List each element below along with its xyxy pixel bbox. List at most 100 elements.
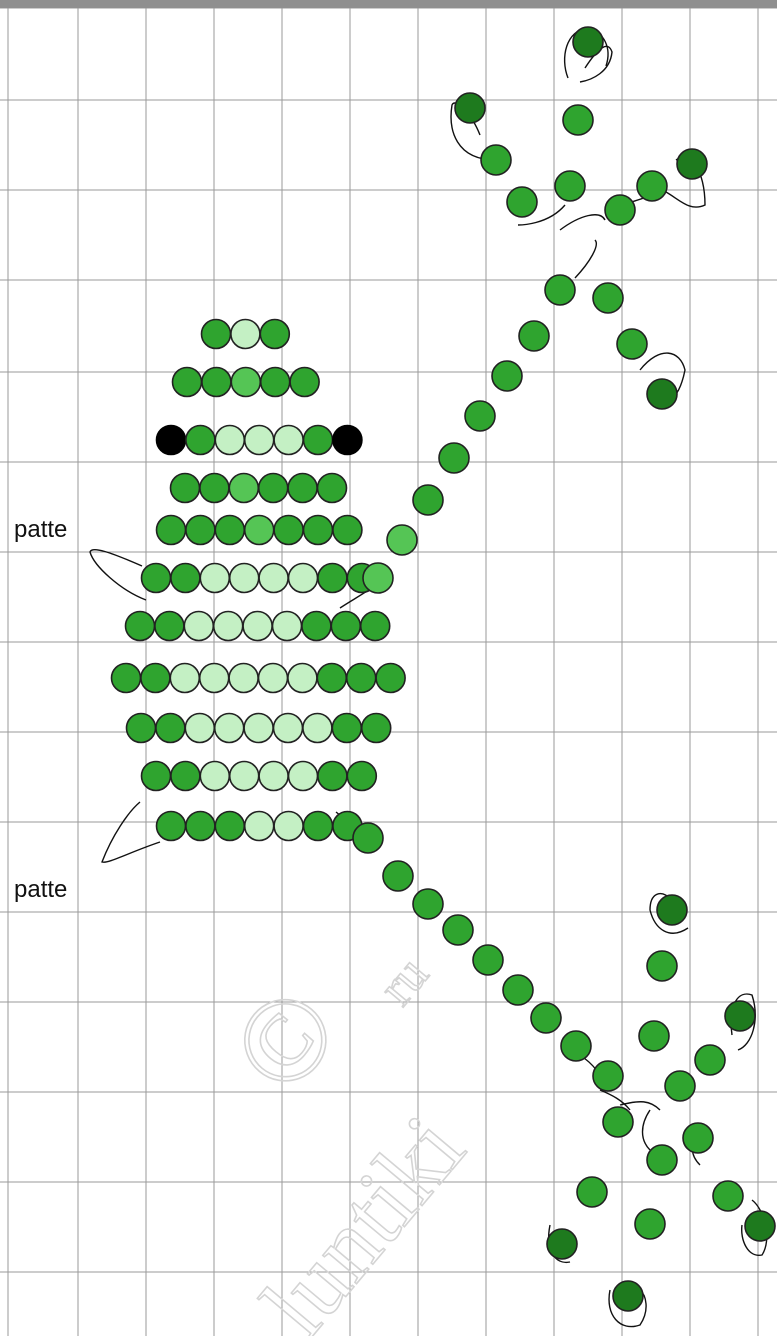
bead bbox=[274, 426, 303, 455]
bead bbox=[492, 361, 522, 391]
bead bbox=[184, 612, 213, 641]
bead bbox=[173, 368, 202, 397]
bead bbox=[243, 612, 272, 641]
bead bbox=[245, 426, 274, 455]
bead bbox=[695, 1045, 725, 1075]
bead bbox=[593, 283, 623, 313]
bead bbox=[200, 474, 229, 503]
bead bbox=[561, 1031, 591, 1061]
bead bbox=[439, 443, 469, 473]
bead bbox=[200, 564, 229, 593]
label-patte-upper: patte bbox=[14, 516, 67, 543]
bead bbox=[127, 714, 156, 743]
bead bbox=[383, 861, 413, 891]
bead bbox=[713, 1181, 743, 1211]
bead bbox=[259, 664, 288, 693]
bead bbox=[157, 516, 186, 545]
bead bbox=[617, 329, 647, 359]
bead bbox=[302, 612, 331, 641]
bead-eye bbox=[333, 426, 362, 455]
bead bbox=[303, 714, 332, 743]
bead bbox=[443, 915, 473, 945]
bead bbox=[304, 812, 333, 841]
bead bbox=[347, 664, 376, 693]
bead bbox=[230, 564, 259, 593]
bead bbox=[185, 714, 214, 743]
bead bbox=[363, 563, 393, 593]
bead bbox=[231, 320, 260, 349]
bead bbox=[473, 945, 503, 975]
bead bbox=[455, 93, 485, 123]
bead bbox=[215, 516, 244, 545]
bead bbox=[259, 474, 288, 503]
bead bbox=[639, 1021, 669, 1051]
bead bbox=[555, 171, 585, 201]
bead bbox=[261, 368, 290, 397]
bead bbox=[186, 426, 215, 455]
bead bbox=[353, 823, 383, 853]
bead bbox=[273, 612, 302, 641]
bead bbox=[677, 149, 707, 179]
bead bbox=[274, 714, 303, 743]
bead bbox=[156, 714, 185, 743]
top-bar bbox=[0, 0, 777, 8]
bead bbox=[413, 889, 443, 919]
bead bbox=[481, 145, 511, 175]
bead bbox=[202, 320, 231, 349]
bead bbox=[318, 474, 347, 503]
bead bbox=[290, 368, 319, 397]
bead bbox=[142, 762, 171, 791]
bead bbox=[376, 664, 405, 693]
bead bbox=[647, 379, 677, 409]
bead bbox=[186, 516, 215, 545]
bead bbox=[333, 516, 362, 545]
bead bbox=[647, 951, 677, 981]
bead bbox=[171, 474, 200, 503]
bead bbox=[603, 1107, 633, 1137]
bead bbox=[304, 426, 333, 455]
bead bbox=[142, 564, 171, 593]
bead bbox=[317, 664, 346, 693]
bead bbox=[288, 664, 317, 693]
bead bbox=[332, 714, 361, 743]
bead bbox=[387, 525, 417, 555]
bead bbox=[245, 516, 274, 545]
bead bbox=[244, 714, 273, 743]
bead bbox=[573, 27, 603, 57]
bead bbox=[577, 1177, 607, 1207]
bead bbox=[347, 762, 376, 791]
bead bbox=[545, 275, 575, 305]
bead bbox=[331, 612, 360, 641]
bead bbox=[200, 664, 229, 693]
bead bbox=[593, 1061, 623, 1091]
bead bbox=[245, 812, 274, 841]
bead bbox=[289, 564, 318, 593]
bead bbox=[260, 320, 289, 349]
bead bbox=[657, 895, 687, 925]
bead bbox=[171, 564, 200, 593]
bead bbox=[274, 516, 303, 545]
bead bbox=[215, 426, 244, 455]
bead bbox=[465, 401, 495, 431]
bead bbox=[112, 664, 141, 693]
bead bbox=[361, 612, 390, 641]
bead bbox=[605, 195, 635, 225]
bead bbox=[155, 612, 184, 641]
bead bbox=[563, 105, 593, 135]
bead bbox=[637, 171, 667, 201]
bead bbox=[229, 664, 258, 693]
bead bbox=[288, 474, 317, 503]
bead bbox=[507, 187, 537, 217]
bead bbox=[230, 762, 259, 791]
bead bbox=[229, 474, 258, 503]
bead bbox=[274, 812, 303, 841]
label-patte-lower: patte bbox=[14, 876, 67, 903]
bead bbox=[141, 664, 170, 693]
bead bbox=[413, 485, 443, 515]
bead bbox=[503, 975, 533, 1005]
bead bbox=[683, 1123, 713, 1153]
bead bbox=[745, 1211, 775, 1241]
bead bbox=[519, 321, 549, 351]
bead bbox=[318, 564, 347, 593]
